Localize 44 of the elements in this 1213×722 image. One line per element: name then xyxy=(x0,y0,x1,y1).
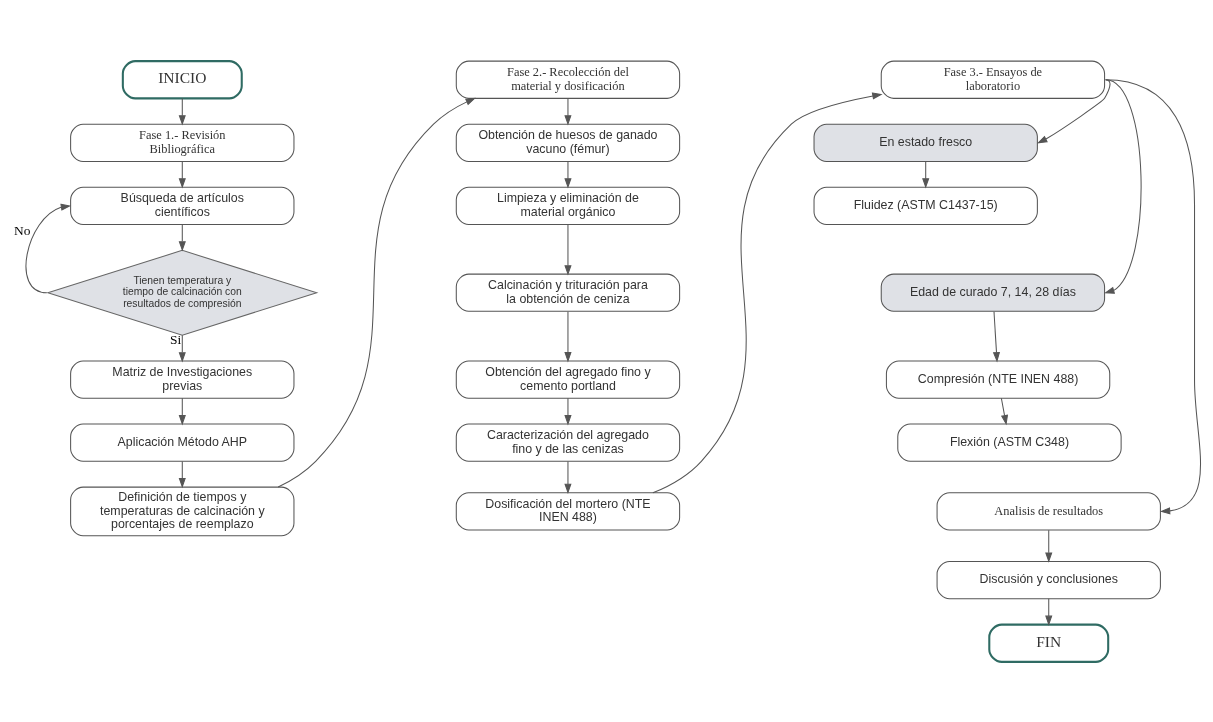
arrow xyxy=(178,223,186,252)
arrow xyxy=(1037,78,1111,143)
arrow xyxy=(178,397,186,425)
node-box: Obtención de huesos de ganado vacuno (fémur) xyxy=(455,123,681,162)
arrow xyxy=(564,310,572,362)
arrow xyxy=(277,97,476,487)
node-box: Analisis de resultados xyxy=(936,491,1161,531)
node-box: Discusión y conclusiones xyxy=(936,560,1161,599)
arrow xyxy=(564,397,572,425)
node-box: INICIO xyxy=(121,59,243,99)
node-box: Dosificación del mortero (NTE INEN 488) xyxy=(455,491,681,531)
node-box: Fluidez (ASTM C1437-15) xyxy=(813,186,1038,225)
arrow xyxy=(1045,529,1053,563)
arrow xyxy=(178,460,186,488)
node-box: Fase 2.- Recolección del material y dosificación xyxy=(455,60,681,99)
node-box: Fase 3.- Ensayos de laboratorio xyxy=(880,60,1106,99)
arrow xyxy=(564,460,572,494)
node-box: FIN xyxy=(988,623,1110,663)
arrow xyxy=(25,203,72,293)
node-diamond: Tienen temperatura y tiempo de calcinación con resultados de compresión xyxy=(46,249,319,336)
node-box: Limpieza y eliminación de material orgánico xyxy=(455,186,681,225)
node-box: Definición de tiempos y temperaturas de calcinación y porcentajes de reemplazo xyxy=(70,486,295,536)
arrow xyxy=(992,310,1001,362)
node-box: Caracterización del agregado fino y de las cenizas xyxy=(455,423,681,462)
node-box: Calcinación y trituración para la obtención de ceniza xyxy=(455,273,681,312)
node-box: Obtención del agregado fino y cemento portland xyxy=(455,359,681,399)
arrow xyxy=(1000,397,1009,425)
node-box: Compresión (NTE INEN 488) xyxy=(885,359,1111,399)
node-box: En estado fresco xyxy=(813,123,1038,162)
edge-label: No xyxy=(14,222,31,238)
arrow xyxy=(1105,78,1202,514)
node-box: Búsqueda de artículos científicos xyxy=(70,186,295,225)
arrow xyxy=(178,97,186,126)
node-box: Flexión (ASTM C348) xyxy=(897,423,1122,462)
node-box: Fase 1.- Revisión Bibliográfica xyxy=(70,123,295,162)
node-box: Aplicación Método AHP xyxy=(70,423,295,462)
arrow xyxy=(1104,78,1142,294)
arrow xyxy=(564,223,572,276)
arrow xyxy=(652,92,883,493)
arrow xyxy=(178,334,186,362)
arrow xyxy=(564,97,572,126)
arrow xyxy=(564,160,572,189)
node-box: Matriz de Investigaciones previas xyxy=(70,359,295,399)
node-box: Edad de curado 7, 14, 28 días xyxy=(880,273,1106,312)
